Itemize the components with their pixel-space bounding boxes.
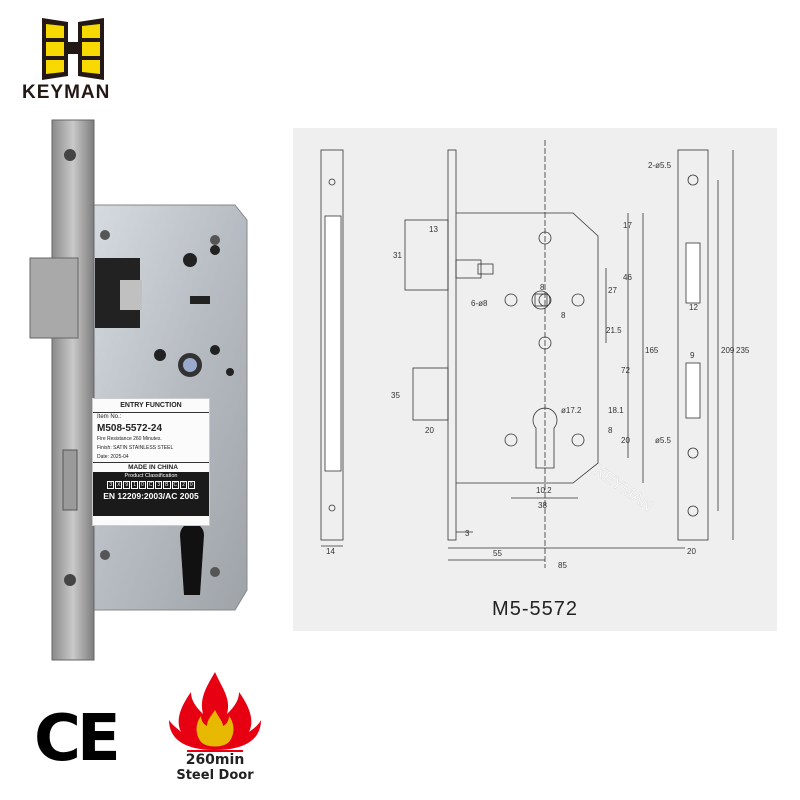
dim-235: 235 [736,346,750,355]
dim-20c: 20 [687,547,696,556]
watermark: KEYMAN [591,462,656,515]
lock-photo [0,110,260,670]
dim-13: 13 [429,225,438,234]
fire-icon [165,670,265,752]
dim-85: 85 [558,561,567,570]
dim-21-5: 21.5 [606,326,622,335]
dim-6-phi8: 6-ø8 [471,299,488,308]
dim-10-2: 10.2 [536,486,552,495]
fire-door-type: Steel Door [176,768,254,783]
model-number: M5-5572 [492,598,578,620]
code-digit: 3 [107,481,115,489]
dim-31: 31 [393,251,402,260]
front-view [404,140,685,568]
dim-3: 3 [465,529,470,538]
label-item-no: M508-5572-24 [97,423,163,434]
dim-17: 17 [623,221,632,230]
brand-name: KEYMAN [22,82,111,103]
label-date: Date: 2025-04 [97,454,129,460]
dim-165: 165 [645,346,659,355]
keyman-logo-icon [42,18,104,80]
label-classification-code: 3 X 9 1 0 C 3 B C 2 0 [95,481,207,489]
label-function: ENTRY FUNCTION [93,399,209,413]
dim-14: 14 [326,547,335,556]
dim-8c: 8 [608,426,613,435]
code-digit: 2 [180,481,187,489]
dim-12: 12 [689,303,698,312]
label-finish: Finish: SATIN STAINLESS STEEL [97,445,174,451]
product-label: ENTRY FUNCTION Item No.: M508-5572-24 Fi… [92,398,210,526]
label-standard: EN 12209:2003/AC 2005 [103,491,199,501]
code-digit: C [171,481,180,489]
dim-38: 38 [538,501,547,510]
dim-27: 27 [608,286,617,295]
code-digit: X [115,481,123,489]
dim-20: 20 [425,426,434,435]
code-digit: B [163,481,171,489]
dim-20b: 20 [621,436,630,445]
dim-8b: 8 [561,311,566,320]
dim-209: 209 [721,346,735,355]
faceplate-view [677,149,734,541]
dim-35: 35 [391,391,400,400]
code-digit: 0 [187,481,195,489]
technical-drawing: 13 31 35 20 17 46 27 8 8 21.5 6-ø8 165 7… [320,140,750,570]
dim-2-phi5-5: 2-ø5.5 [648,161,672,170]
dim-phi5-5: ø5.5 [655,436,672,445]
code-digit: 1 [131,481,138,489]
dim-18-1: 18.1 [608,406,624,415]
code-digit: C [146,481,155,489]
label-item-no-caption: Item No.: [97,414,122,420]
dim-72: 72 [621,366,630,375]
ce-mark: CE [34,702,121,776]
label-fire-resistance: Fire Resistance 260 Minutes. [97,436,162,442]
dim-55: 55 [493,549,502,558]
dim-8a: 8 [540,283,545,292]
fire-rating: 260min [185,752,245,768]
technical-drawing-panel: 13 31 35 20 17 46 27 8 8 21.5 6-ø8 165 7… [293,128,777,631]
dim-9: 9 [690,351,695,360]
code-digit: 3 [155,481,163,489]
code-digit: 9 [123,481,131,489]
mortise-lock-image [29,119,248,661]
code-digit: 0 [138,481,146,489]
dim-46: 46 [623,273,632,282]
brand-logo [38,14,108,84]
label-classification-title: Product Classification [124,473,178,479]
dim-phi17-2: ø17.2 [561,406,582,415]
side-view [320,149,344,547]
label-origin: MADE IN CHINA [93,462,209,472]
